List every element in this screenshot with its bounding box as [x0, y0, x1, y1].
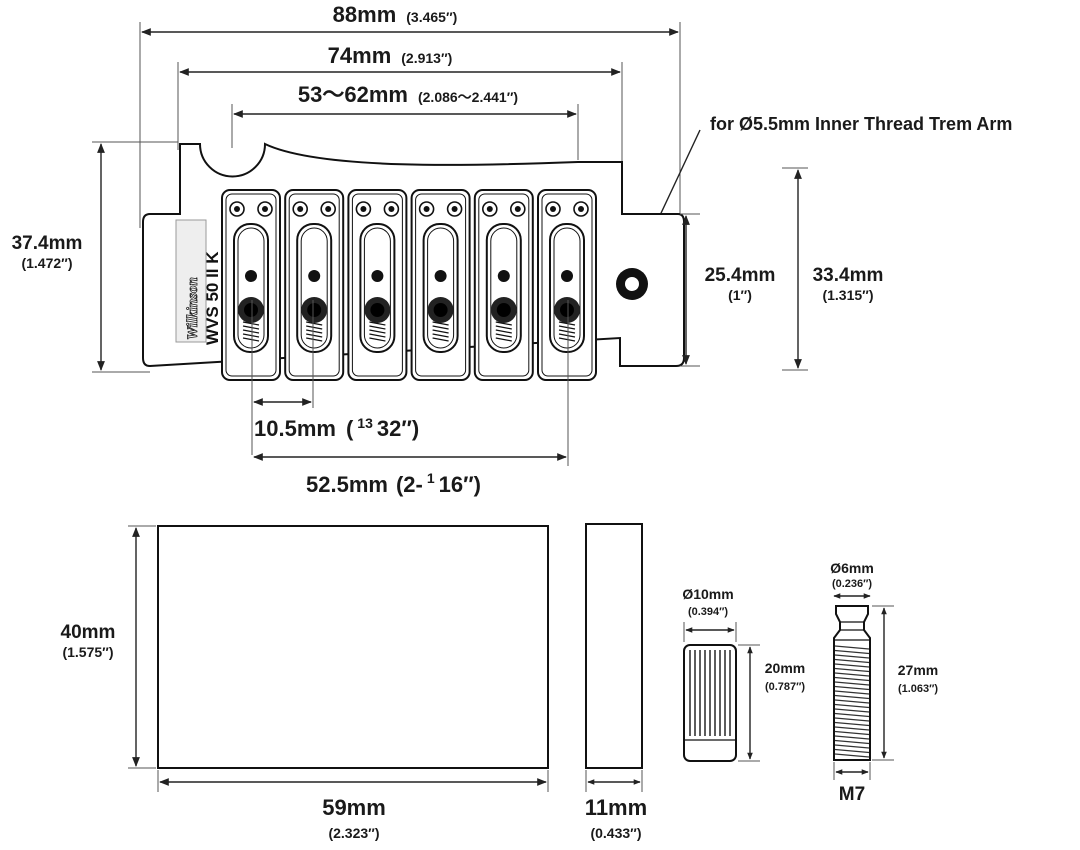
- sustain-block-front: [157, 525, 549, 769]
- stud-range-label: 53～62mm: [298, 82, 408, 107]
- block-height-inch: (1.315″): [822, 287, 873, 303]
- overall-length-inch: (3.465″): [406, 9, 457, 25]
- saddle-group: [221, 189, 597, 381]
- post-spacing-inch: (2.913″): [401, 50, 452, 66]
- saddle-slot: [233, 223, 269, 353]
- overall-length-dimension: 88mm (3.465″): [139, 2, 681, 228]
- stud-thread-label: M7: [839, 784, 865, 805]
- block-height-in: (1.575″): [62, 644, 113, 660]
- trem-arm-callout: for Ø5.5mm Inner Thread Trem Arm: [639, 114, 1012, 259]
- trem-arm-callout-text: for Ø5.5mm Inner Thread Trem Arm: [710, 114, 1012, 134]
- inner-height-label: 25.4mm: [705, 265, 776, 286]
- saddle-slot: [549, 223, 585, 353]
- saddle-width-dimension: 10.5mm ( 13 32″): [251, 300, 419, 455]
- saddle: [347, 189, 408, 381]
- stud-diameter-dim: Ø6mm (0.236″): [830, 560, 874, 599]
- block-height-label: 33.4mm: [813, 265, 884, 286]
- post-spacing-dimension: 74mm (2.913″): [177, 42, 623, 168]
- svg-text:53～62mm (2.086～2.441″): 53～62mm (2.086～2.441″): [298, 82, 518, 107]
- saddle-inner: [415, 193, 467, 377]
- saddle-slot: [296, 223, 333, 353]
- brand-area: Wilkinson WVS 50 II K: [175, 219, 222, 345]
- bushing-length-dim: 20mm (0.787″): [738, 644, 805, 762]
- inner-height-inch: (1″): [728, 287, 752, 303]
- stud-range-inch: (2.086～2.441″): [418, 89, 518, 105]
- saddle-slot: [359, 223, 396, 353]
- saddle-width-frac-den: 32″): [377, 416, 419, 441]
- overall-length-label: 88mm: [333, 2, 397, 27]
- string-hole-icon: [434, 270, 447, 282]
- saddle-width-frac-num: 13: [357, 415, 373, 431]
- bushing-knurl: [684, 650, 736, 741]
- string-hole-icon: [371, 270, 384, 282]
- saddle-width-paren: (: [346, 416, 354, 441]
- saddle: [221, 189, 281, 381]
- stud-range-dimension: 53～62mm (2.086～2.441″): [231, 80, 579, 160]
- total-height-inch: (1.472″): [21, 255, 72, 271]
- string-hole-icon: [245, 270, 257, 282]
- string-spread-frac-num: 1: [427, 470, 435, 486]
- svg-text:74mm (2.913″): 74mm (2.913″): [328, 43, 453, 68]
- model-label: WVS 50 II K: [203, 251, 222, 345]
- saddle-inner: [478, 193, 530, 377]
- stud-thread-dim: M7: [833, 762, 871, 805]
- saddle: [473, 189, 534, 381]
- total-height-dimension: 37.4mm (1.472″): [0, 141, 178, 373]
- block-width-in: (2.323″): [328, 825, 379, 841]
- stud-length-in: (1.063″): [898, 683, 938, 695]
- block-height-dimension: 33.4mm (1.315″): [782, 167, 898, 371]
- block-depth-dim: 11mm (0.433″): [585, 770, 647, 841]
- stud-length-mm: 27mm: [898, 662, 938, 678]
- saddle-inner: [351, 193, 403, 377]
- stud-length-dim: 27mm (1.063″): [872, 605, 938, 761]
- block-width-dim: 59mm (2.323″): [157, 770, 549, 841]
- string-hole-icon: [308, 270, 321, 282]
- saddle: [410, 189, 471, 381]
- bushing-length-in: (0.787″): [765, 681, 805, 693]
- svg-text:10.5mm ( 13: 10.5mm ( 13 32″): [254, 415, 419, 441]
- string-spread-frac-den: 16″): [439, 472, 481, 497]
- brand-logo: Wilkinson: [185, 277, 201, 340]
- block-height-dim: 40mm (1.575″): [40, 525, 156, 769]
- block-depth-in: (0.433″): [590, 825, 641, 841]
- saddle: [284, 189, 345, 381]
- total-height-label: 37.4mm: [12, 233, 83, 254]
- svg-text:52.5mm (2- 1: 52.5mm (2- 1 16″): [306, 470, 481, 497]
- bushing-diameter-dim: Ø10mm (0.394″): [682, 586, 737, 642]
- saddle-inner: [225, 193, 277, 377]
- saddle-inner: [288, 193, 340, 377]
- saddle-slot: [485, 223, 522, 353]
- block-height-mm: 40mm: [61, 622, 116, 643]
- inner-height-dimension: 25.4mm (1″): [680, 213, 792, 367]
- stud-diameter-mm: Ø6mm: [830, 560, 874, 576]
- stud-thread: [834, 621, 870, 758]
- string-hole-icon: [561, 270, 573, 282]
- saddle-slot: [422, 223, 459, 353]
- bushing-diameter-mm: Ø10mm: [682, 586, 733, 602]
- post-spacing-label: 74mm: [328, 43, 392, 68]
- saddle-inner: [541, 193, 593, 377]
- stud: [833, 605, 871, 761]
- bushing: [683, 644, 737, 762]
- saddle-width-label: 10.5mm: [254, 416, 336, 441]
- block-depth-mm: 11mm: [585, 795, 647, 820]
- bushing-length-mm: 20mm: [765, 660, 805, 676]
- string-spread-label: 52.5mm: [306, 472, 388, 497]
- string-spread-paren: (2-: [396, 472, 423, 497]
- saddle: [537, 189, 597, 381]
- bushing-diameter-in: (0.394″): [688, 606, 728, 618]
- sustain-block-side: [585, 523, 643, 769]
- string-hole-icon: [497, 270, 510, 282]
- block-width-mm: 59mm: [322, 795, 386, 820]
- stud-diameter-in: (0.236″): [832, 578, 872, 590]
- svg-text:88mm (3.465″): 88mm (3.465″): [333, 2, 458, 27]
- string-spread-dimension: 52.5mm (2- 1 16″): [253, 300, 569, 497]
